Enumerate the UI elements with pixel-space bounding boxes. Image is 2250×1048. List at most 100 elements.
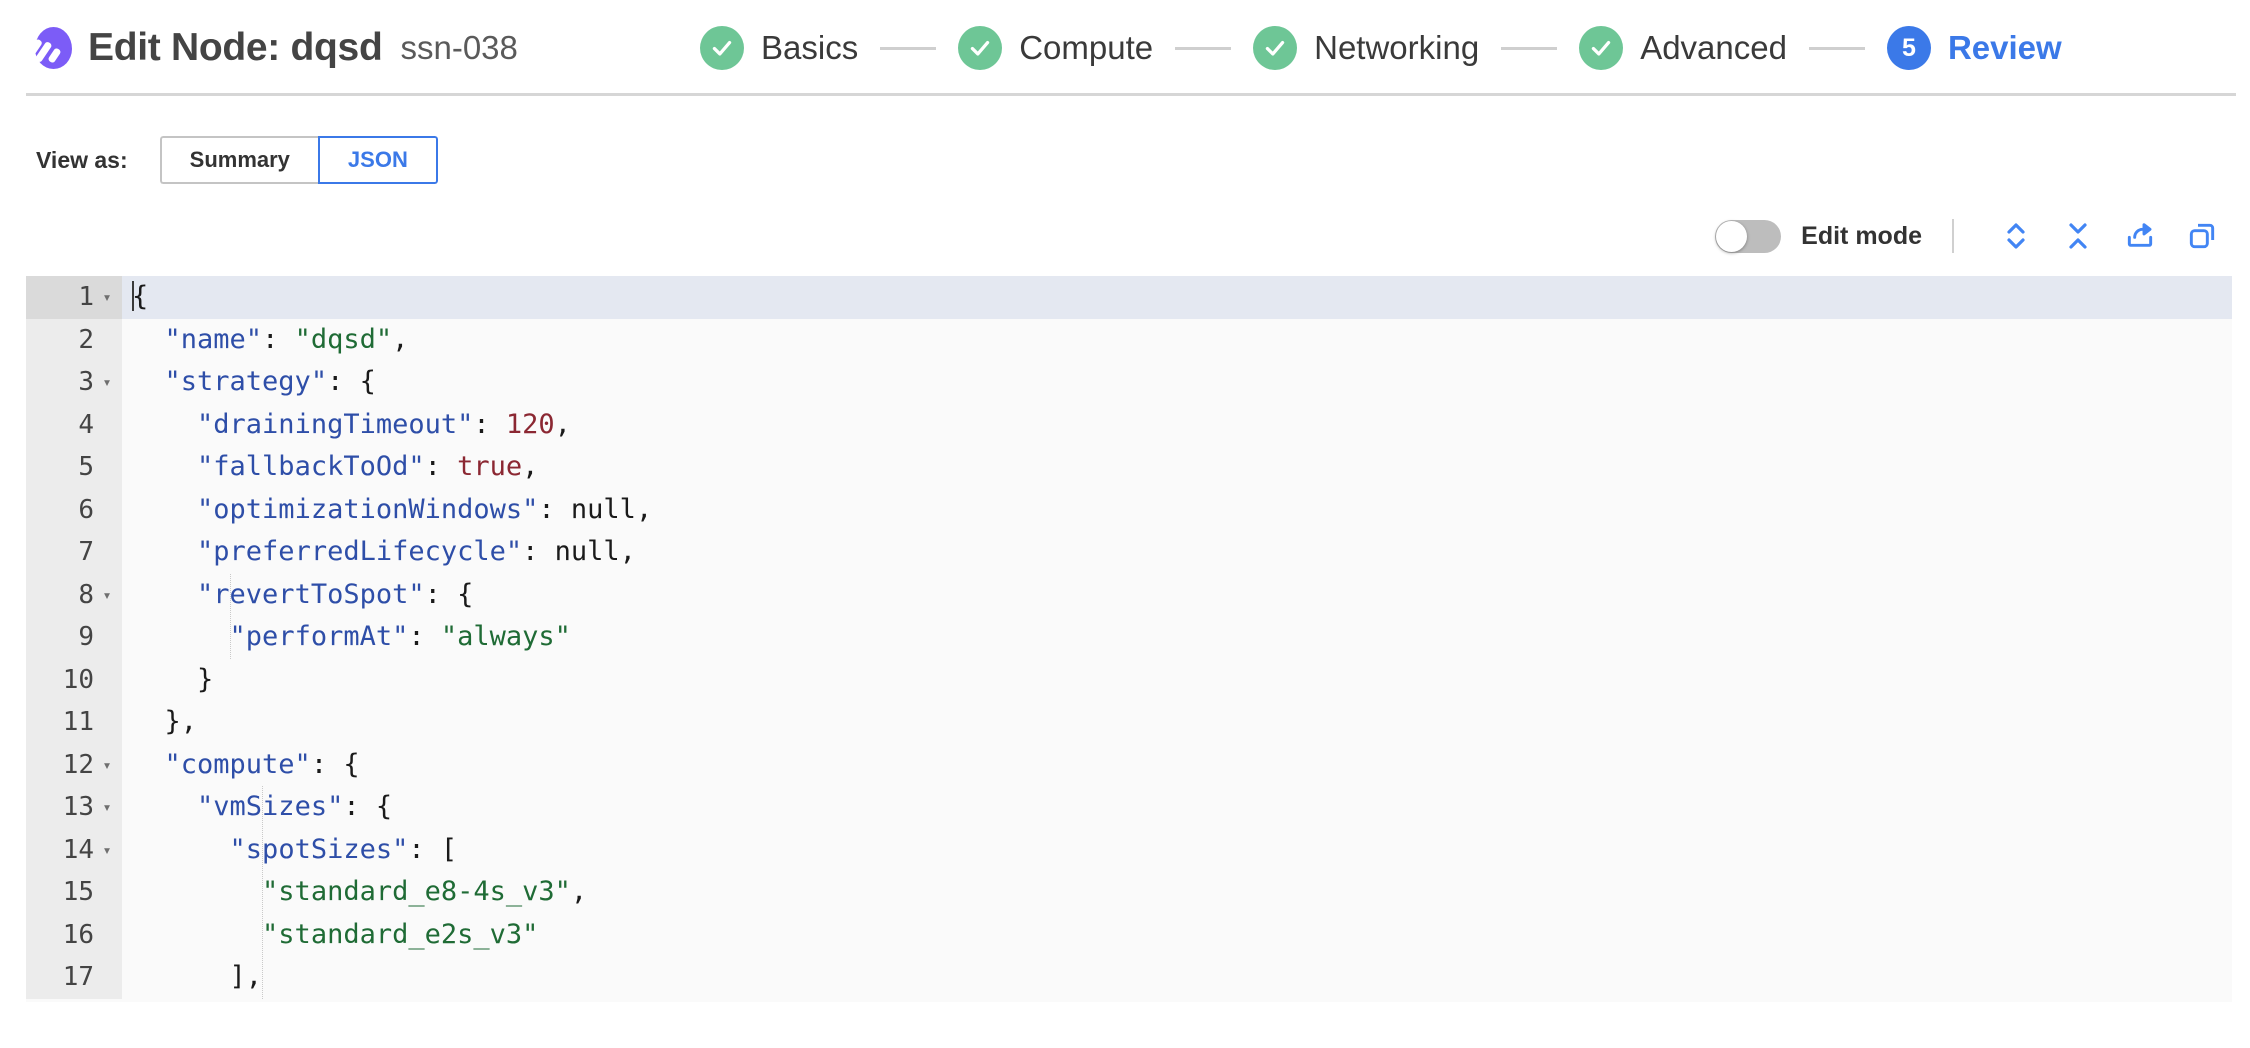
code-line-text: {: [122, 276, 2232, 319]
code-line[interactable]: 13▾ "vmSizes": {: [26, 786, 2232, 829]
code-line-text: }: [122, 659, 2232, 702]
line-number: 10: [26, 658, 122, 701]
step-advanced[interactable]: Advanced: [1579, 26, 1787, 70]
view-as-segmented-control: Summary JSON: [159, 136, 438, 184]
token-str: "always": [440, 621, 571, 652]
token-punc: : {: [424, 578, 474, 610]
json-code-editor[interactable]: 1▾{2 "name": "dqsd",3▾ "strategy": {4 "d…: [26, 276, 2232, 1002]
wizard-stepper: Basics Compute Networking Advanced: [700, 0, 2062, 96]
code-line-text: "preferredLifecycle": null,: [122, 531, 2232, 574]
line-number: 13▾: [26, 786, 122, 829]
step-label: Advanced: [1640, 29, 1787, 66]
edit-mode-toggle[interactable]: [1715, 219, 1782, 253]
line-number: 4: [26, 403, 122, 446]
token-punc: ,: [522, 451, 539, 482]
fold-toggle-icon[interactable]: ▾: [102, 755, 112, 774]
token-punc: : null,: [522, 536, 636, 567]
fold-toggle-icon[interactable]: ▾: [102, 840, 112, 859]
fold-toggle-icon[interactable]: ▾: [102, 373, 112, 391]
edit-mode-label: Edit mode: [1801, 221, 1922, 250]
code-line-text: "compute": {: [122, 744, 2232, 787]
collapse-all-button[interactable]: [2052, 213, 2104, 259]
code-line[interactable]: 9 "performAt": "always": [26, 616, 2232, 659]
token-punc: ,: [392, 323, 409, 355]
step-label: Review: [1947, 29, 2062, 66]
code-line[interactable]: 17 ],: [26, 956, 2232, 999]
token-key: "fallbackToOd": [197, 451, 425, 482]
code-line[interactable]: 15 "standard_e8-4s_v3",: [26, 871, 2232, 914]
token-key: "optimizationWindows": [197, 493, 539, 525]
step-connector: [1175, 46, 1232, 50]
copy-icon: [2189, 223, 2215, 249]
code-line-text: "drainingTimeout": 120,: [122, 404, 2232, 447]
token-punc: :: [262, 323, 295, 355]
line-number: 11: [26, 701, 122, 744]
code-line[interactable]: 3▾ "strategy": {: [26, 361, 2232, 404]
view-as-row: View as: Summary JSON: [0, 96, 2250, 184]
code-line[interactable]: 2 "name": "dqsd",: [26, 318, 2232, 361]
step-label: Basics: [761, 29, 859, 66]
code-line[interactable]: 5 "fallbackToOd": true,: [26, 446, 2232, 489]
step-review[interactable]: 5 Review: [1886, 26, 2062, 70]
token-punc: : [: [408, 833, 458, 865]
check-icon: [1253, 26, 1298, 70]
check-icon: [958, 26, 1003, 70]
token-key: "revertToSpot": [197, 578, 425, 610]
copy-button[interactable]: [2176, 213, 2228, 259]
line-number: 5: [26, 446, 122, 489]
fold-toggle-icon[interactable]: ▾: [102, 585, 112, 604]
line-number: 7: [26, 531, 122, 574]
line-number: 3▾: [26, 361, 122, 404]
code-line[interactable]: 8▾ "revertToSpot": {: [26, 573, 2232, 616]
page-subtitle: ssn-038: [400, 29, 518, 66]
step-networking[interactable]: Networking: [1253, 26, 1479, 70]
token-key: "name": [164, 323, 263, 355]
code-line-text: },: [122, 701, 2232, 744]
fold-toggle-icon[interactable]: ▾: [102, 288, 112, 306]
code-line[interactable]: 6 "optimizationWindows": null,: [26, 488, 2232, 532]
view-as-json-button[interactable]: JSON: [317, 136, 438, 184]
code-line-text: "optimizationWindows": null,: [122, 489, 2232, 532]
toolbar-divider: [1952, 219, 1954, 253]
fold-toggle-icon[interactable]: ▾: [102, 798, 112, 816]
code-line[interactable]: 11 },: [26, 701, 2232, 744]
token-str: "standard_e2s_v3": [262, 918, 539, 950]
step-connector: [880, 46, 937, 50]
export-button[interactable]: [2114, 213, 2166, 259]
app-header: Edit Node: dqsd ssn-038 Basics Compute N…: [0, 0, 2250, 96]
line-number: 14▾: [26, 828, 122, 871]
token-punc: :: [473, 408, 506, 440]
token-punc: :: [424, 451, 458, 482]
code-line[interactable]: 14▾ "spotSizes": [: [26, 828, 2232, 871]
line-number: 16: [26, 913, 122, 956]
code-line-text: "standard_e8-4s_v3",: [122, 871, 2232, 914]
export-icon: [2127, 223, 2153, 247]
line-number: 12▾: [26, 743, 122, 786]
code-line[interactable]: 16 "standard_e2s_v3": [26, 913, 2232, 956]
code-line[interactable]: 10 }: [26, 658, 2232, 702]
expand-all-button[interactable]: [1990, 213, 2042, 259]
token-punc: ,: [554, 408, 571, 440]
token-key: "compute": [164, 748, 311, 780]
check-icon: [1579, 26, 1624, 70]
spot-logo-icon: [22, 25, 72, 71]
line-number: 8▾: [26, 573, 122, 616]
token-punc: },: [164, 706, 198, 737]
view-as-summary-button[interactable]: Summary: [159, 136, 318, 184]
line-number: 9: [26, 616, 122, 659]
token-key: "preferredLifecycle": [197, 536, 523, 567]
step-connector: [1501, 46, 1558, 50]
token-lit: true: [457, 451, 523, 482]
code-line-text: "performAt": "always": [122, 616, 2232, 659]
code-line[interactable]: 1▾{: [26, 276, 2232, 319]
header-divider: [26, 93, 2236, 96]
code-line[interactable]: 4 "drainingTimeout": 120,: [26, 403, 2232, 447]
code-line[interactable]: 12▾ "compute": {: [26, 743, 2232, 787]
step-basics[interactable]: Basics: [700, 26, 858, 70]
step-compute[interactable]: Compute: [958, 26, 1153, 70]
step-connector: [1808, 46, 1865, 50]
code-line[interactable]: 7 "preferredLifecycle": null,: [26, 531, 2232, 574]
token-str: "dqsd": [294, 323, 393, 355]
step-label: Networking: [1314, 29, 1480, 66]
toggle-knob: [1716, 220, 1748, 252]
